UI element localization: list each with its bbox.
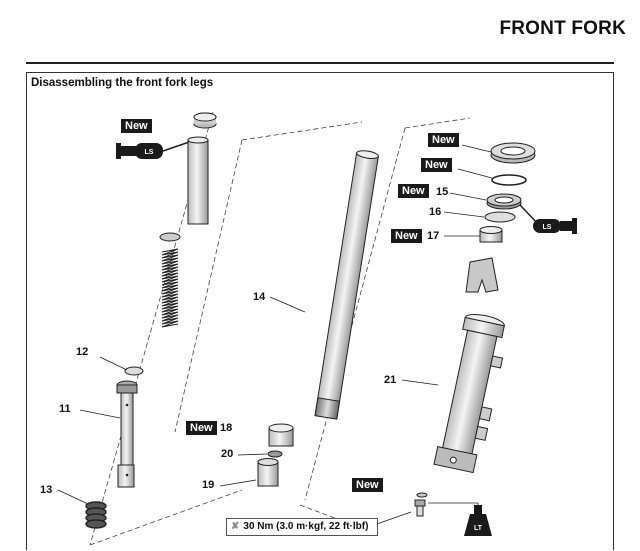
dust-seal-new [490, 142, 536, 164]
part-15-oil-seal [486, 193, 522, 210]
new-badge: New [121, 119, 152, 133]
part-number-13: 13 [40, 484, 53, 496]
assembly-guide-lines [89, 111, 471, 546]
fork-cap-left [193, 112, 217, 129]
part-number-16: 16 [429, 206, 442, 218]
part-number-19: 19 [202, 479, 215, 491]
new-badge: New [352, 478, 383, 492]
part-13-rebound-spring [85, 501, 107, 529]
part-number-18: 18 [220, 422, 233, 434]
ls-grease-gun-right: LS [519, 204, 577, 234]
part-21-outer-tube [433, 313, 505, 474]
lt-threadlock-bottle: LT [464, 505, 492, 536]
svg-text:LS: LS [543, 224, 552, 231]
panel-title: Disassembling the front fork legs [31, 77, 214, 89]
part-20-ring [267, 450, 283, 458]
torque-wrench-icon: ✘ [231, 521, 240, 532]
torque-spec-text: 30 Nm (3.0 m·kgf, 22 ft·lbf) [243, 521, 369, 532]
ls-grease-gun-left: LS [116, 139, 196, 159]
oil-seal-clip [491, 174, 527, 186]
fork-guide [465, 257, 499, 293]
new-badge: New [428, 133, 459, 147]
part-14-inner-tube [314, 150, 379, 420]
part-number-20: 20 [221, 448, 234, 460]
new-badge: New [391, 229, 422, 243]
torque-spec-box: ✘ 30 Nm (3.0 m·kgf, 22 ft·lbf) [226, 518, 378, 536]
part-number-15: 15 [436, 186, 449, 198]
part-12-ring [124, 366, 144, 376]
part-16-washer [484, 211, 516, 223]
part-18-slide-bushing [268, 423, 294, 447]
new-badge: New [398, 184, 429, 198]
part-number-17: 17 [427, 230, 440, 242]
inner-tube-left [187, 136, 209, 225]
part-number-14: 14 [253, 291, 266, 303]
part-17-slide-bushing [479, 226, 503, 243]
washer [159, 232, 181, 242]
new-badge: New [186, 421, 217, 435]
part-number-12: 12 [76, 346, 89, 358]
svg-text:LT: LT [474, 525, 483, 532]
part-19-oil-lock-piece [257, 458, 279, 487]
svg-text:LS: LS [145, 149, 154, 156]
new-badge: New [421, 158, 452, 172]
fork-spring [161, 248, 179, 328]
damper-rod-bolt [414, 499, 426, 517]
page-title: FRONT FORK [499, 18, 626, 39]
part-number-21: 21 [384, 374, 397, 386]
diagram-panel [26, 72, 614, 550]
part-number-11: 11 [59, 403, 71, 415]
part-11-damper-rod [116, 380, 138, 488]
header-rule [26, 62, 614, 64]
copper-washer [416, 492, 428, 498]
